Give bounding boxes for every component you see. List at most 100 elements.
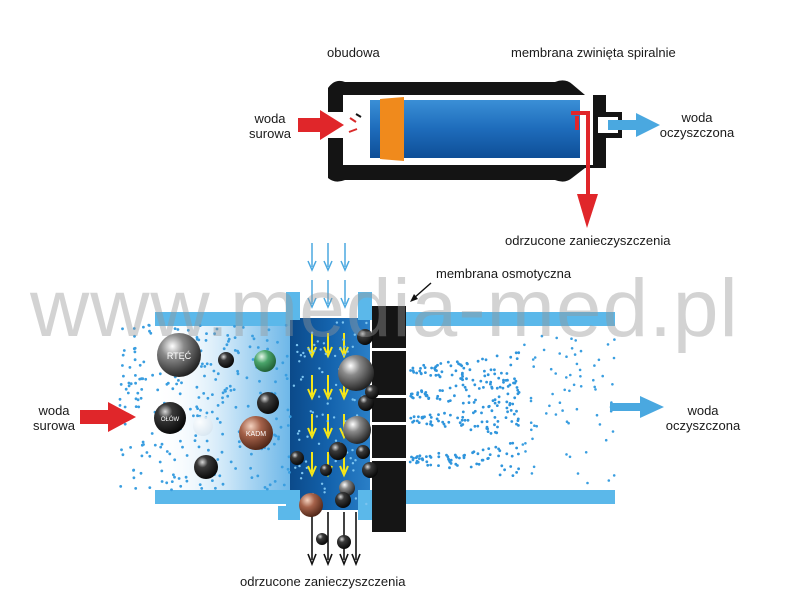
water-dot <box>171 387 175 391</box>
water-dot <box>241 326 245 329</box>
water-dot <box>572 383 576 387</box>
raw-water-arrow-bottom <box>80 402 136 432</box>
permeate-dot <box>473 424 477 428</box>
water-dot <box>221 391 225 395</box>
top-clean-water-line2: oczyszczona <box>659 125 735 140</box>
permeate-dot <box>442 422 446 426</box>
permeate-dot <box>461 383 465 387</box>
inflow-arrow-head <box>323 297 333 309</box>
permeate-dot <box>509 409 513 412</box>
water-dot <box>170 488 173 492</box>
reject-arrow-head <box>307 553 317 567</box>
permeate-dot <box>489 368 493 372</box>
permeate-dot <box>506 392 510 396</box>
water-dot <box>223 388 227 392</box>
water-dot <box>140 454 144 458</box>
water-dot <box>142 443 145 446</box>
permeate-dot <box>465 361 469 365</box>
permeate-dot <box>482 386 485 389</box>
water-dot <box>353 333 356 336</box>
water-dot <box>298 429 301 433</box>
water-dot <box>592 378 595 382</box>
permeate-dot <box>425 422 429 426</box>
permeate-dot <box>437 419 440 423</box>
water-dot <box>212 369 216 373</box>
permeate-dot <box>460 418 464 422</box>
osmotic-membrane <box>372 306 406 532</box>
permeate-dot <box>449 364 453 368</box>
bottom-raw-water-line2: surowa <box>33 418 75 433</box>
water-dot <box>150 432 154 435</box>
water-dot <box>595 413 599 417</box>
water-dot <box>333 354 337 358</box>
water-dot <box>216 404 220 407</box>
water-dot <box>214 486 217 490</box>
water-dot <box>211 393 214 396</box>
water-dot <box>134 374 137 377</box>
permeate-dot <box>438 389 442 392</box>
water-dot <box>575 407 579 411</box>
water-dot <box>138 363 142 367</box>
permeate-dot <box>476 424 480 428</box>
pressure-inflow-arrows <box>307 243 350 309</box>
water-dot <box>531 437 534 441</box>
permeate-dot <box>463 385 467 389</box>
permeate-dot <box>443 425 447 428</box>
water-dot <box>160 442 164 446</box>
water-dot <box>311 411 315 414</box>
permeate-dot <box>412 415 416 419</box>
permeate-dot <box>493 401 497 405</box>
bottom-clean-water-line1: woda <box>687 403 719 418</box>
particle-black-c <box>194 455 218 479</box>
permeate-dot <box>497 400 501 404</box>
water-dot <box>565 420 569 424</box>
permeate-dot <box>420 416 424 420</box>
permeate-dot <box>498 473 502 477</box>
water-dot <box>532 365 535 368</box>
water-dot <box>252 337 256 341</box>
water-dot <box>215 327 219 331</box>
water-dot <box>221 432 225 436</box>
permeate-dot <box>410 395 414 399</box>
permeate-arrow-head <box>323 346 333 359</box>
water-dot <box>173 475 176 479</box>
water-dot <box>119 485 123 488</box>
permeate-dot <box>472 401 476 404</box>
water-dot <box>168 452 172 456</box>
water-dot <box>352 469 355 472</box>
permeate-dot <box>454 384 458 388</box>
water-dot <box>210 410 214 414</box>
particle-zone-grey-b <box>343 416 371 444</box>
water-dot <box>216 458 220 461</box>
particle-zone-brown <box>299 493 323 517</box>
permeate-arrow-head <box>307 465 317 478</box>
water-dot <box>288 471 291 474</box>
permeate-dot <box>504 416 508 419</box>
water-dot <box>267 447 270 451</box>
water-dot <box>354 497 358 500</box>
water-dot <box>234 405 238 409</box>
water-dot <box>574 339 577 342</box>
permeate-dot <box>501 386 505 390</box>
water-dot <box>304 460 308 463</box>
water-dot <box>126 391 130 395</box>
permeate-dot <box>454 462 458 466</box>
permeate-dot <box>515 409 518 413</box>
permeate-dot <box>509 355 513 359</box>
permeate-arrow-head <box>339 388 349 401</box>
permeate-dot <box>416 393 419 397</box>
water-dot <box>258 379 261 383</box>
water-dot <box>561 409 564 412</box>
permeate-dot <box>509 363 513 367</box>
permeate-dot <box>425 455 428 458</box>
water-dot <box>529 399 533 403</box>
water-dot <box>195 405 199 409</box>
permeate-dot <box>440 370 444 374</box>
permeate-dot <box>475 462 479 466</box>
water-dot <box>200 487 204 490</box>
water-dot <box>565 355 568 359</box>
water-dot <box>176 328 180 331</box>
permeate-dot <box>477 387 481 390</box>
permeate-dot <box>443 411 446 415</box>
water-dot <box>225 387 229 390</box>
